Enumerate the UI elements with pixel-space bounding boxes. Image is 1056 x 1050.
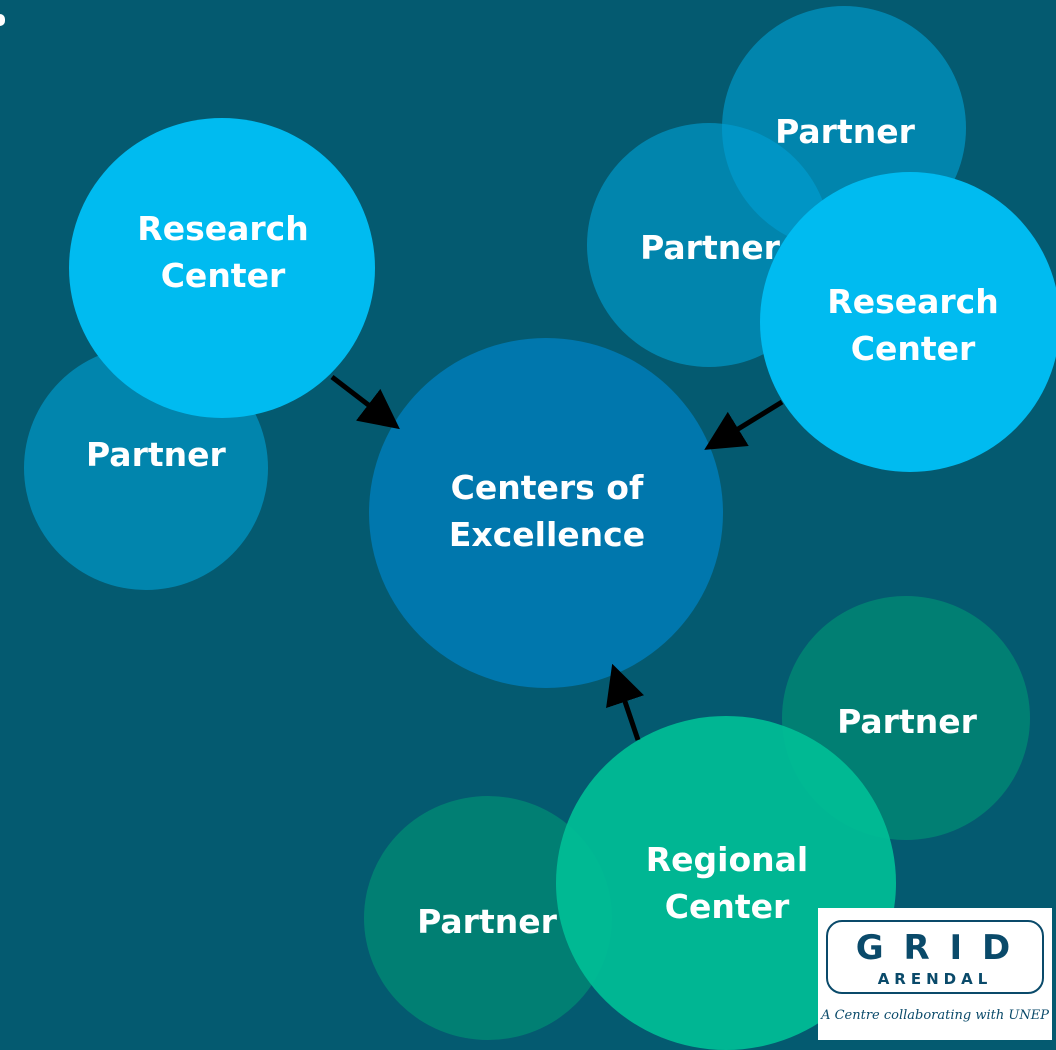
arrow-left-research-to-hub <box>330 375 400 430</box>
research-center-label-left: Research Center <box>137 209 309 295</box>
corner-mark <box>0 14 5 26</box>
partner-label-upper-middle: Partner <box>640 228 780 267</box>
grid-arendal-logo: G R I D ARENDAL A Centre collaborating w… <box>818 908 1052 1040</box>
arrow-regional-to-hub <box>606 663 644 741</box>
logo-tagline: A Centre collaborating with UNEP <box>821 1008 1049 1023</box>
logo-letters: G R I D <box>855 928 1015 968</box>
logo-frame: G R I D ARENDAL <box>826 920 1044 994</box>
regional-center-label: Regional Center <box>645 840 809 926</box>
research-center-circle-left: Research Center <box>69 118 375 418</box>
arrow-right-research-to-hub <box>704 399 784 450</box>
partner-label-bottom-right: Partner <box>837 702 977 741</box>
centers-of-excellence-circle: Centers of Excellence <box>369 338 723 688</box>
research-center-label-right: Research Center <box>827 282 999 368</box>
logo-subtitle: ARENDAL <box>877 970 993 988</box>
centers-of-excellence-label: Centers of Excellence <box>448 468 646 554</box>
partner-label-bottom-left: Partner <box>417 902 557 941</box>
partner-label-top-right: Partner <box>775 112 915 151</box>
partner-label-left: Partner <box>86 434 226 474</box>
research-center-circle-right <box>760 172 1056 472</box>
